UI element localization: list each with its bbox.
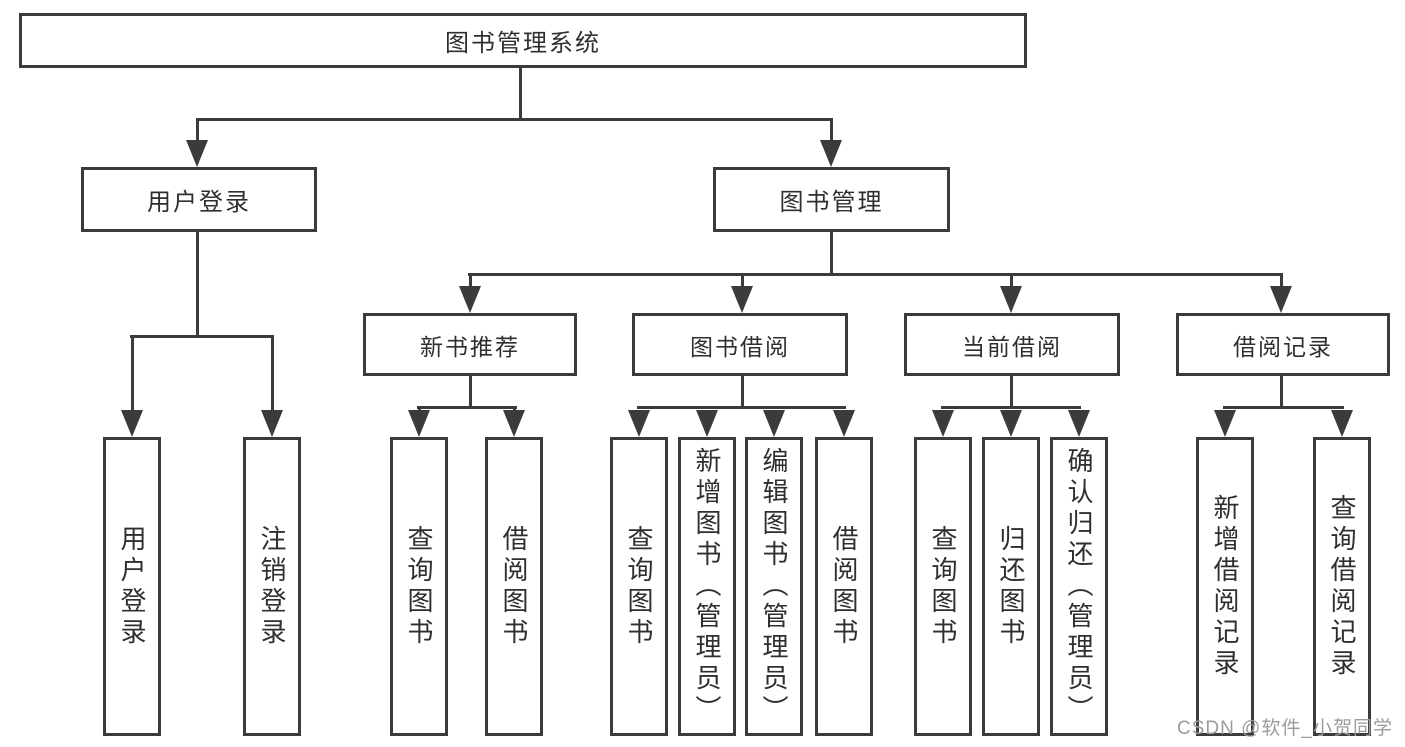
- arrowhead-down: [1000, 410, 1022, 437]
- arrowhead-down: [261, 410, 283, 437]
- leaf-label: 注销登录: [257, 524, 287, 649]
- connector-book-management-stem: [830, 232, 833, 273]
- connector-stub: [131, 335, 134, 412]
- arrowhead-down: [932, 410, 954, 437]
- leaf-return-books: 归还图书: [982, 437, 1040, 736]
- leaf-label: 编辑图书（管理员）: [759, 447, 789, 726]
- leaf-query-borrow-record: 查询借阅记录: [1313, 437, 1371, 736]
- leaf-query-books-borrowing: 查询图书: [610, 437, 668, 736]
- arrowhead-down: [731, 286, 753, 313]
- connector-stub: [1280, 273, 1283, 289]
- node-new-book-recommendation: 新书推荐: [363, 313, 577, 376]
- connector-stub: [741, 273, 744, 289]
- csdn-watermark: CSDN @软件_小贺同学: [1177, 718, 1393, 739]
- node-label: 当前借阅: [962, 333, 1062, 360]
- arrowhead-down: [459, 286, 481, 313]
- connector-user-login-branch: [130, 335, 274, 338]
- connector-stem: [1280, 376, 1283, 407]
- node-label: 用户登录: [147, 189, 251, 216]
- node-current-borrowing: 当前借阅: [904, 313, 1120, 376]
- arrowhead-down: [1331, 410, 1353, 437]
- connector-stub: [469, 273, 472, 289]
- leaf-label: 查询图书: [928, 524, 958, 649]
- leaf-logout: 注销登录: [243, 437, 301, 736]
- arrowhead-down: [820, 140, 842, 167]
- leaf-query-books-recommend: 查询图书: [390, 437, 448, 736]
- leaf-label: 确认归还（管理员）: [1064, 447, 1094, 726]
- connector-level2-branch: [196, 118, 833, 121]
- arrowhead-down: [1214, 410, 1236, 437]
- leaf-label: 新增借阅记录: [1210, 493, 1240, 680]
- node-label: 图书管理系统: [445, 30, 601, 57]
- leaf-label: 借阅图书: [499, 524, 529, 649]
- connector-stub: [830, 118, 833, 144]
- connector-stem: [469, 376, 472, 407]
- leaf-label: 新增图书（管理员）: [692, 447, 722, 726]
- node-label: 借阅记录: [1233, 333, 1333, 360]
- connector-root-stem: [519, 68, 522, 118]
- arrowhead-down: [763, 410, 785, 437]
- leaf-label: 查询借阅记录: [1327, 493, 1357, 680]
- arrowhead-down: [503, 410, 525, 437]
- leaf-label: 查询图书: [624, 524, 654, 649]
- connector-stem: [741, 376, 744, 407]
- arrowhead-down: [696, 410, 718, 437]
- arrowhead-down: [408, 410, 430, 437]
- node-label: 新书推荐: [420, 333, 520, 360]
- node-label: 图书管理: [779, 189, 884, 216]
- leaf-confirm-return-admin: 确认归还（管理员）: [1050, 437, 1108, 736]
- arrowhead-down: [628, 410, 650, 437]
- leaf-borrow-books-borrowing: 借阅图书: [815, 437, 873, 736]
- connector-stub: [196, 118, 199, 144]
- connector-branch: [637, 406, 846, 409]
- node-user-login: 用户登录: [81, 167, 317, 232]
- leaf-borrow-books-recommend: 借阅图书: [485, 437, 543, 736]
- leaf-user-login: 用户登录: [103, 437, 161, 736]
- leaf-label: 查询图书: [404, 524, 434, 649]
- arrowhead-down: [1068, 410, 1090, 437]
- node-label: 图书借阅: [690, 333, 790, 360]
- node-library-management-system: 图书管理系统: [19, 13, 1027, 68]
- arrowhead-down: [1000, 286, 1022, 313]
- leaf-edit-book-admin: 编辑图书（管理员）: [745, 437, 803, 736]
- node-book-borrowing: 图书借阅: [632, 313, 848, 376]
- connector-level3-branch: [468, 273, 1283, 276]
- connector-user-login-stem: [196, 232, 199, 335]
- leaf-label: 用户登录: [117, 524, 147, 649]
- arrowhead-down: [121, 410, 143, 437]
- connector-branch: [417, 406, 517, 409]
- leaf-label: 借阅图书: [829, 524, 859, 649]
- leaf-label: 归还图书: [996, 524, 1026, 649]
- arrowhead-down: [1270, 286, 1292, 313]
- leaf-add-book-admin: 新增图书（管理员）: [678, 437, 736, 736]
- node-borrowing-records: 借阅记录: [1176, 313, 1390, 376]
- connector-branch: [1223, 406, 1344, 409]
- leaf-query-books-current: 查询图书: [914, 437, 972, 736]
- arrowhead-down: [186, 140, 208, 167]
- connector-stem: [1010, 376, 1013, 407]
- node-book-management: 图书管理: [713, 167, 950, 232]
- connector-branch: [941, 406, 1081, 409]
- connector-stub: [271, 335, 274, 412]
- connector-stub: [1010, 273, 1013, 289]
- leaf-add-borrow-record: 新增借阅记录: [1196, 437, 1254, 736]
- arrowhead-down: [833, 410, 855, 437]
